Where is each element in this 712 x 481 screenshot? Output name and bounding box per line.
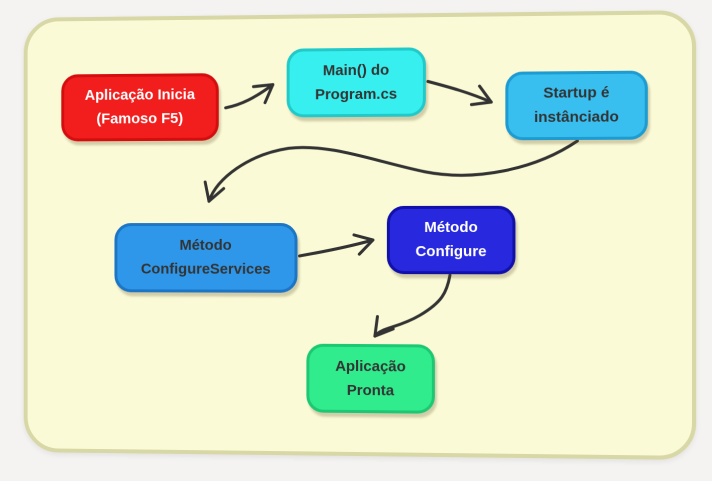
- node-startup-instanciado: Startup é instânciado: [505, 70, 648, 141]
- node-label-line2: Configure: [415, 243, 487, 261]
- node-label-line1: Aplicação Inicia: [84, 86, 195, 104]
- node-aplicacao-pronta: Aplicação Pronta: [306, 343, 435, 414]
- node-label-line2: instânciado: [533, 108, 619, 127]
- node-label-line1: Método: [179, 236, 232, 254]
- node-label-line2: ConfigureServices: [140, 260, 271, 278]
- node-metodo-configure: Método Configure: [386, 205, 516, 275]
- node-label-line1: Método: [424, 218, 478, 237]
- node-label-line1: Main() do: [322, 61, 390, 79]
- node-label-line2: Program.cs: [315, 85, 398, 103]
- node-label-line1: Aplicação: [335, 357, 406, 375]
- node-label-line1: Startup é: [543, 84, 610, 102]
- node-aplicacao-inicia: Aplicação Inicia (Famoso F5): [61, 73, 219, 142]
- diagram-scene: Aplicação Inicia (Famoso F5) Main() do P…: [8, 0, 712, 481]
- node-label-line2: Pronta: [346, 381, 395, 399]
- node-metodo-configure-services: Método ConfigureServices: [114, 223, 298, 293]
- node-label-line2: (Famoso F5): [96, 110, 184, 128]
- node-main-program: Main() do Program.cs: [286, 47, 426, 118]
